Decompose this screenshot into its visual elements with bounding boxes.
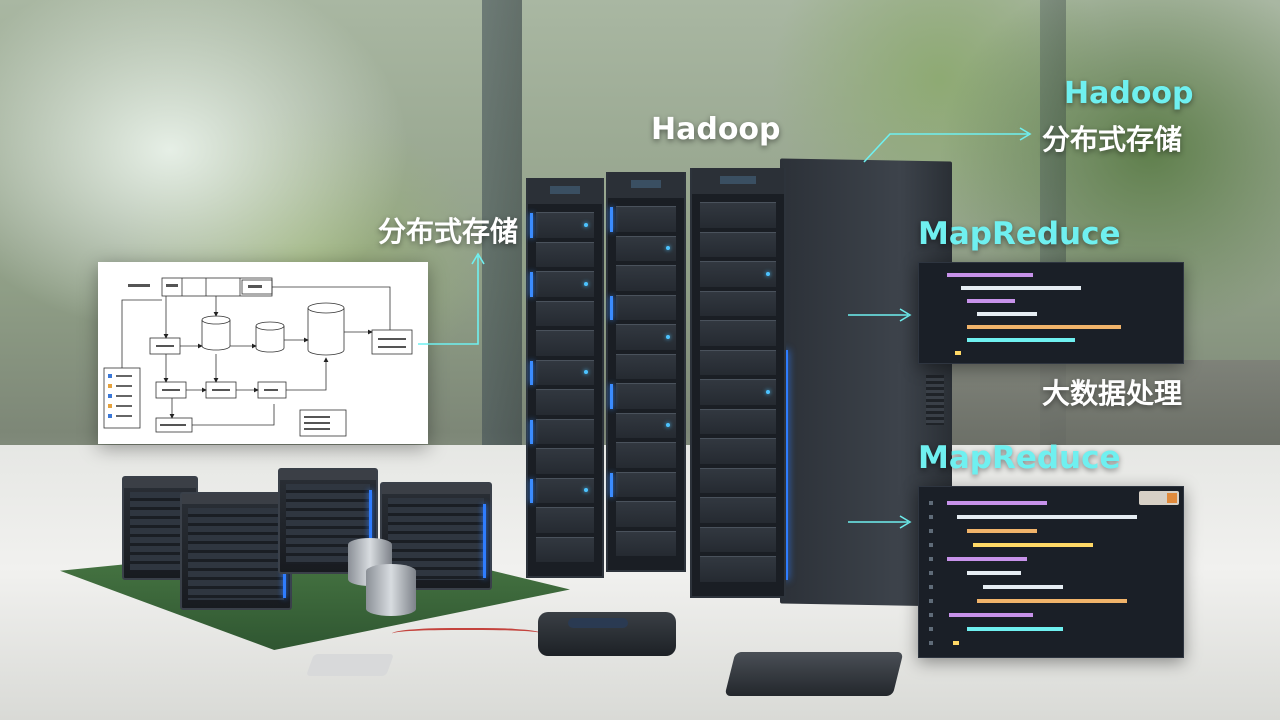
rack-unit [610, 294, 676, 320]
led-indicator [584, 488, 588, 493]
rack-unit [700, 290, 776, 317]
capacitor [366, 564, 416, 616]
rack-unit [616, 412, 676, 438]
rack-unit [700, 231, 776, 258]
led-indicator [584, 370, 588, 375]
sensor-device [538, 612, 676, 656]
tower-vent [926, 375, 944, 425]
rack-header [528, 178, 602, 204]
code-graphic [947, 273, 1121, 355]
arrow-right-icon [863, 127, 1032, 163]
smartphone [724, 652, 904, 696]
rack-unit [536, 448, 594, 474]
rack-unit [700, 349, 776, 376]
server-tower [522, 158, 952, 610]
code-graphic [929, 501, 1137, 645]
server-rack [690, 168, 786, 598]
storage-label: 分布式存储 [1042, 123, 1183, 156]
usb-dongle [305, 654, 395, 676]
led-indicator [766, 271, 770, 276]
rack-unit [616, 530, 676, 556]
architecture-diagram [98, 262, 428, 444]
led-indicator [584, 222, 588, 227]
rack-unit [536, 507, 594, 533]
rack-unit [530, 477, 594, 503]
rack-header [692, 168, 784, 194]
diagram-graphic [103, 277, 413, 437]
rack-unit [536, 389, 594, 415]
led-indicator [666, 423, 670, 428]
rack-unit [616, 265, 676, 291]
rack-unit [700, 320, 776, 346]
rack-unit [536, 300, 594, 326]
rack-unit [700, 497, 776, 523]
rack-unit [610, 206, 676, 232]
rack-unit [616, 442, 676, 468]
code-panel [918, 262, 1184, 364]
hadoop-label: Hadoop [1064, 76, 1194, 111]
rack-unit [700, 438, 776, 464]
window-pillar [482, 0, 522, 470]
rack-unit [616, 235, 676, 261]
mapreduce-label: MapReduce [918, 216, 1121, 252]
rack-header [608, 172, 684, 198]
rack-unit [530, 271, 594, 297]
rack-unit [700, 379, 776, 405]
rack-unit [536, 241, 594, 267]
led-indicator [666, 246, 670, 251]
rack-unit [700, 202, 776, 228]
rack-unit [700, 408, 776, 435]
arrow-right-icon [848, 515, 912, 529]
rack-unit [616, 501, 676, 527]
code-panel [918, 486, 1184, 658]
arrow-up-icon [418, 252, 485, 345]
mini-server [180, 492, 292, 610]
bigdata-label: 大数据处理 [1042, 377, 1183, 410]
rack-unit [610, 471, 676, 497]
rack-unit [536, 330, 594, 356]
copy-button[interactable] [1139, 491, 1179, 505]
hadoop-title: Hadoop [651, 112, 781, 147]
storage-label: 分布式存储 [378, 215, 519, 248]
rack-unit [700, 467, 776, 494]
rack-unit [616, 353, 676, 379]
rack-unit [700, 556, 776, 582]
led-indicator [584, 281, 588, 286]
rack-unit [530, 418, 594, 444]
rack-unit [700, 526, 776, 553]
rack-unit [616, 324, 676, 350]
server-rack [526, 178, 604, 578]
led-indicator [766, 390, 770, 394]
rack-unit [700, 261, 776, 287]
mapreduce-label: MapReduce [918, 440, 1121, 476]
cable [392, 628, 542, 642]
rack-unit [530, 212, 594, 238]
rack-unit [610, 383, 676, 409]
server-rack [606, 172, 686, 572]
rack-unit [536, 536, 594, 562]
rack-unit [530, 359, 594, 385]
led-indicator [666, 334, 670, 339]
tower-light-strip [784, 350, 788, 580]
arrow-right-icon [848, 308, 912, 322]
